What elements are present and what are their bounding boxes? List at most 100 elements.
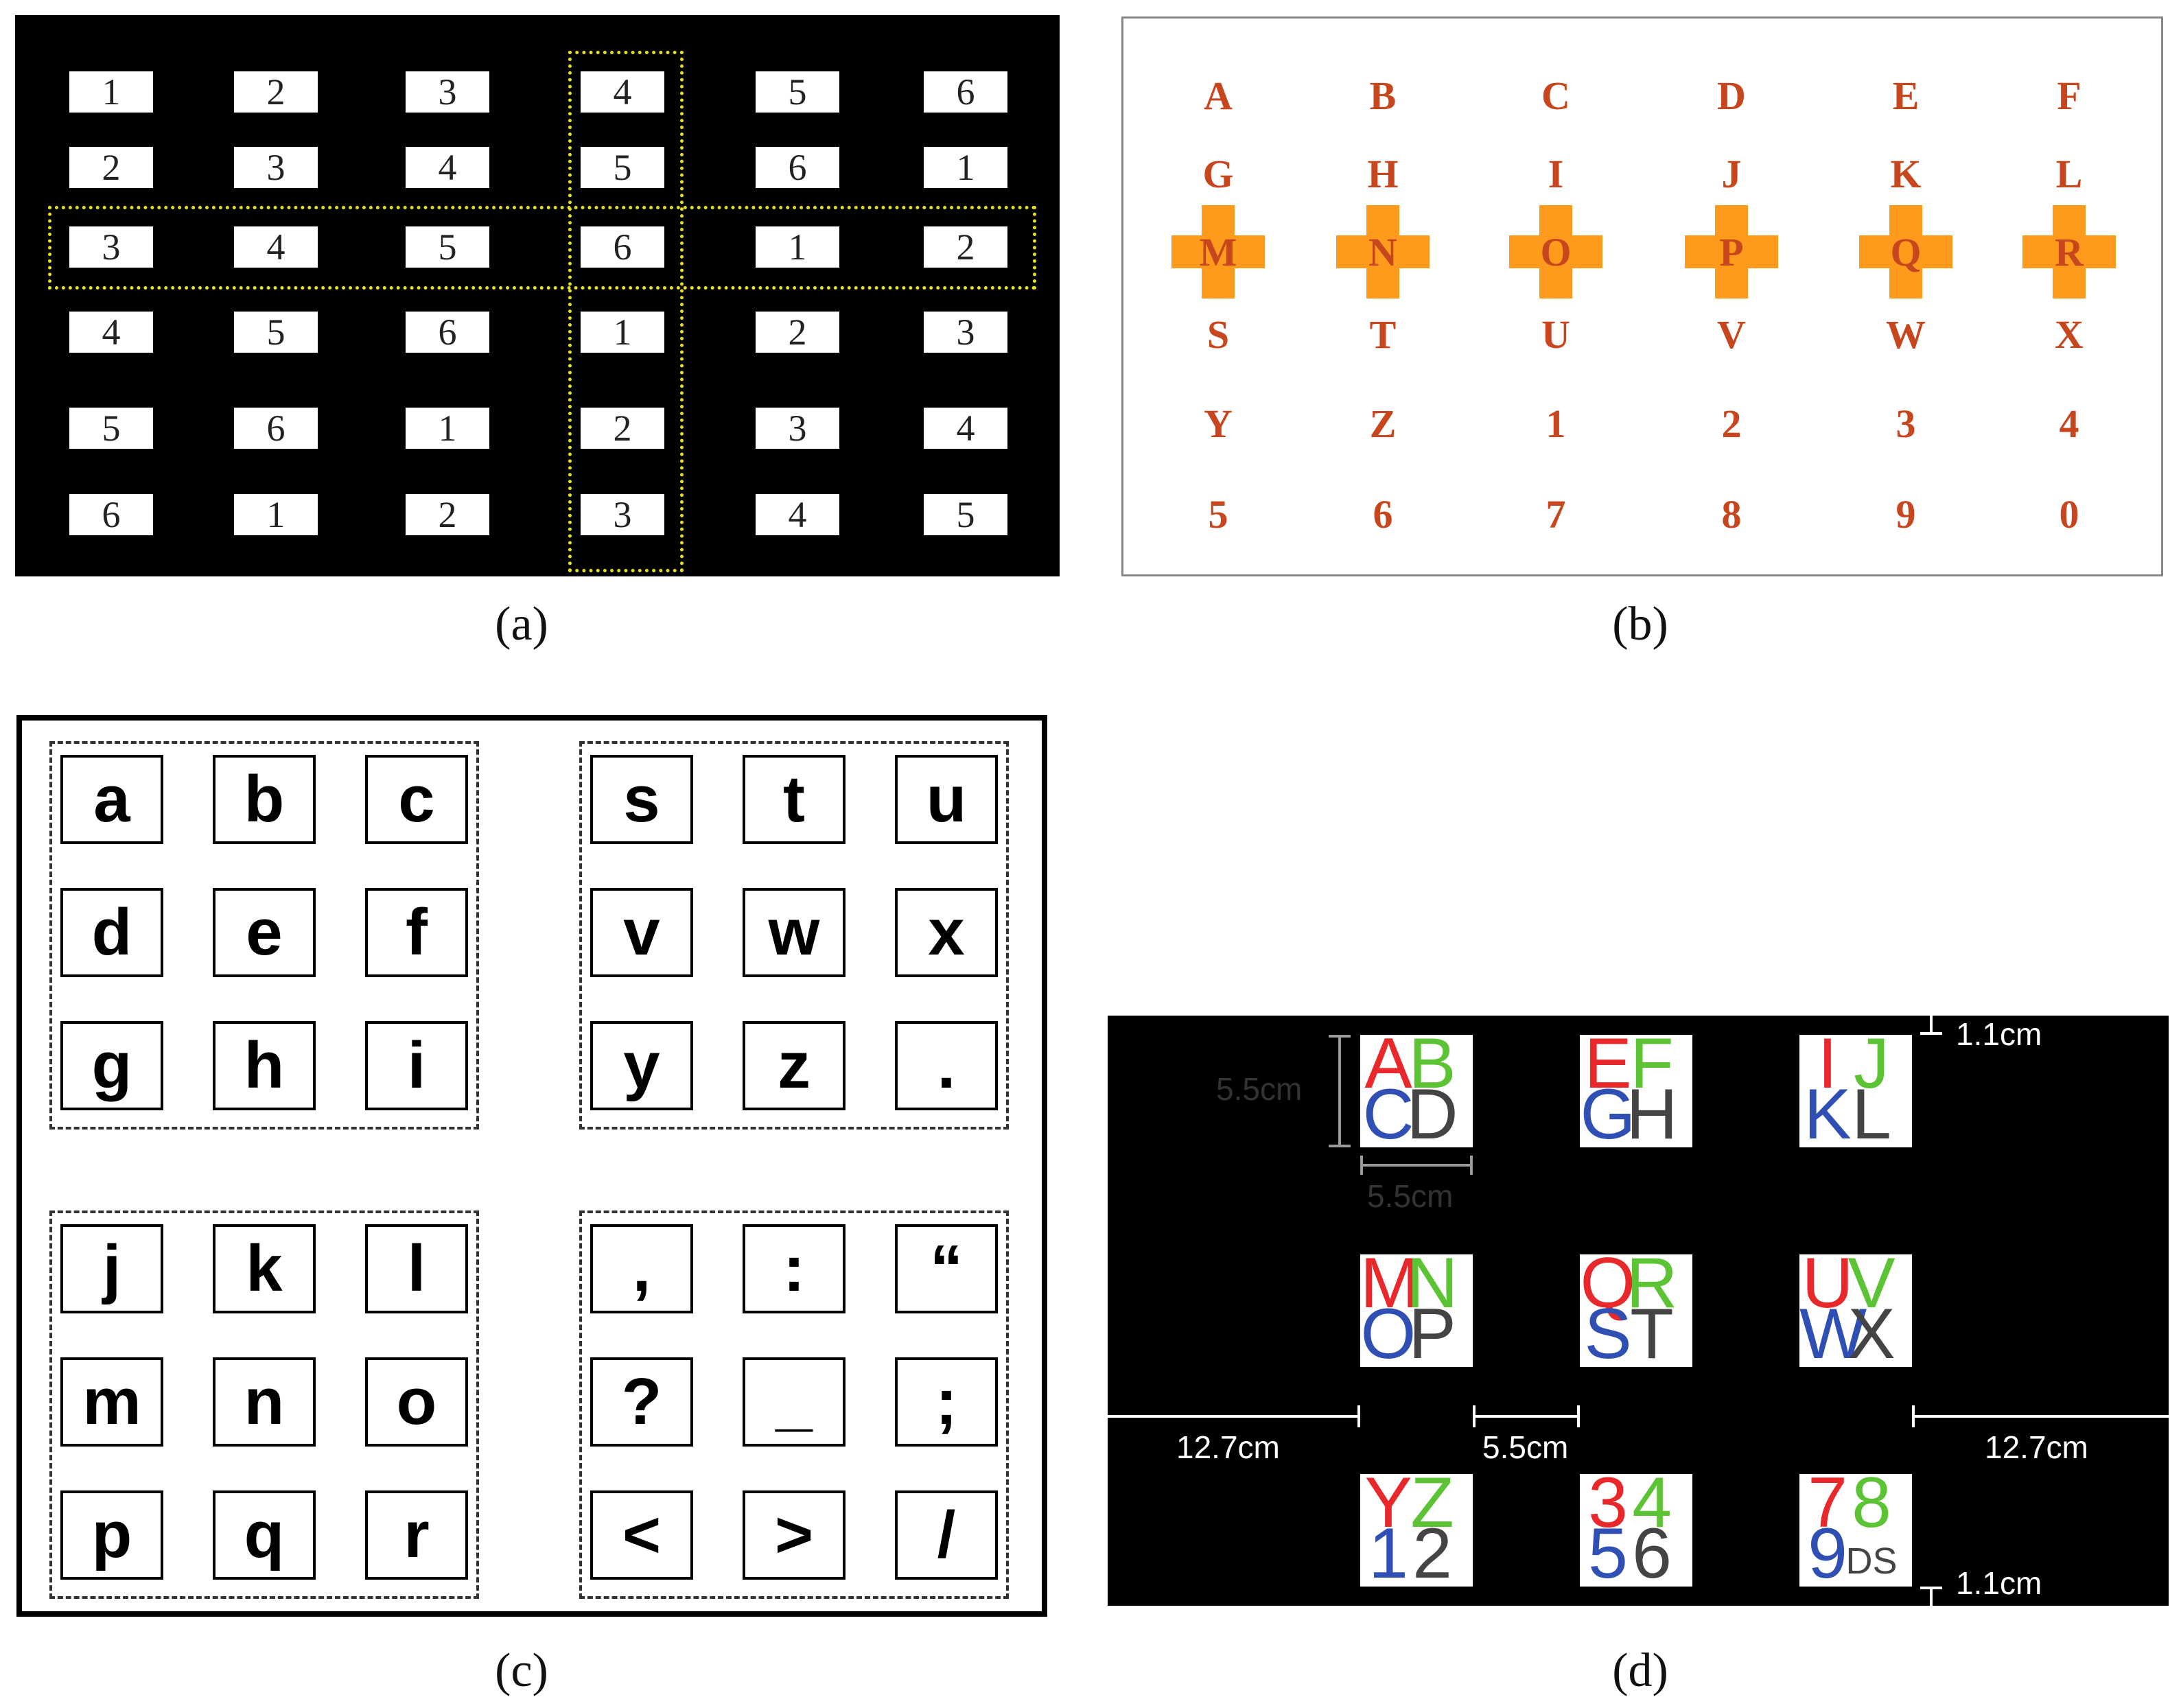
dimension-line (1357, 1405, 1360, 1427)
key-cell: a (60, 755, 163, 844)
key-cell: > (743, 1490, 845, 1580)
cell-character: J (1854, 1035, 1889, 1103)
dimension-label: 5.5cm (1367, 1178, 1454, 1214)
letter-label: 1 (1546, 401, 1566, 446)
letter-label: M (1199, 229, 1237, 274)
matrix-cell: 3 (581, 494, 664, 535)
letter-cell: D (1690, 69, 1773, 121)
letter-cell: R (2022, 205, 2116, 299)
matrix-cell: 1 (581, 312, 664, 353)
letter-cell: 6 (1342, 488, 1424, 540)
letter-label: 6 (1373, 491, 1393, 537)
letter-label: D (1717, 73, 1746, 118)
matrix-cell: 5 (406, 226, 489, 268)
cross-marker-icon (1859, 205, 1952, 299)
letter-label: X (2055, 312, 2084, 357)
matrix-cell: 6 (234, 408, 318, 449)
letter-cell: F (2028, 69, 2110, 121)
letter-label: V (1717, 312, 1746, 357)
cell-character: Y (1364, 1474, 1412, 1543)
letter-label: G (1202, 151, 1234, 196)
cell-character: Q (1580, 1254, 1636, 1323)
cell-character: I (1817, 1035, 1838, 1103)
caption-a: (a) (495, 598, 548, 651)
letter-cell: T (1342, 308, 1424, 360)
matrix-cell: 1 (234, 494, 318, 535)
letter-label: Q (1890, 229, 1922, 274)
letter-label: Y (1204, 401, 1233, 446)
key-cell: _ (743, 1357, 845, 1447)
cell-character: V (1847, 1254, 1896, 1323)
cell-character: DS (1845, 1541, 1898, 1582)
group-s-period (579, 741, 1009, 1130)
cell-character: S (1584, 1294, 1632, 1367)
key-cell: d (60, 888, 163, 977)
letter-cell: 8 (1690, 488, 1773, 540)
cell-character: A (1364, 1035, 1412, 1103)
cross-marker-icon (2022, 205, 2116, 299)
caption-c: (c) (495, 1644, 548, 1697)
dimension-line (1329, 1145, 1351, 1147)
matrix-cell: 6 (406, 312, 489, 353)
letter-label: I (1548, 151, 1564, 196)
key-cell: k (213, 1224, 316, 1313)
key-cell: e (213, 888, 316, 977)
dimension-line (1920, 1032, 1942, 1035)
dimension-line (1930, 1587, 1933, 1606)
letter-cell: N (1336, 205, 1430, 299)
matrix-cell: 2 (406, 494, 489, 535)
cell-character: 7 (1808, 1474, 1847, 1543)
letter-cell: 0 (2028, 488, 2110, 540)
matrix-cell: 2 (924, 226, 1007, 268)
key-cell: f (365, 888, 468, 977)
key-cell: ? (590, 1357, 693, 1447)
matrix-cell: 4 (924, 408, 1007, 449)
key-cell: g (60, 1021, 163, 1110)
dimension-line (1338, 1035, 1341, 1147)
key-cell: m (60, 1357, 163, 1447)
letter-label: 7 (1546, 491, 1566, 537)
letter-cell: I (1515, 148, 1597, 200)
matrix-cell: 1 (69, 71, 153, 113)
letter-cell: Z (1342, 397, 1424, 449)
cell-character: B (1408, 1035, 1456, 1103)
cell-character: E (1584, 1035, 1632, 1103)
group-punctuation (579, 1210, 1009, 1599)
key-cell: . (895, 1021, 998, 1110)
key-cell: j (60, 1224, 163, 1313)
dimension-line (1329, 1035, 1351, 1038)
matrix-cell: 5 (69, 408, 153, 449)
matrix-cell: 2 (69, 147, 153, 188)
cell-character: H (1626, 1075, 1678, 1147)
letter-label: O (1540, 229, 1572, 274)
key-cell: c (365, 755, 468, 844)
cell-character: Z (1410, 1474, 1454, 1543)
matrix-cell: 3 (69, 226, 153, 268)
cell-character: 1 (1368, 1514, 1408, 1587)
cross-marker-icon (1685, 205, 1778, 299)
letter-cell: 3 (1865, 397, 1947, 449)
letter-cell: A (1177, 69, 1259, 121)
cell-character: 5 (1588, 1514, 1628, 1587)
letter-cell: 4 (2028, 397, 2110, 449)
letter-label: T (1369, 312, 1397, 357)
letter-cell: 9 (1865, 488, 1947, 540)
cell-character: L (1852, 1075, 1891, 1147)
cell-character: 9 (1808, 1514, 1847, 1587)
dimension-line (1360, 1156, 1363, 1175)
letter-cell: B (1342, 69, 1424, 121)
key-cell: w (743, 888, 845, 977)
cell-character: 3 (1588, 1474, 1628, 1543)
letter-label: Z (1369, 401, 1397, 446)
key-cell: l (365, 1224, 468, 1313)
cell-character: G (1580, 1075, 1636, 1147)
letter-label: P (1719, 229, 1744, 274)
matrix-cell: 4 (234, 226, 318, 268)
key-cell: o (365, 1357, 468, 1447)
